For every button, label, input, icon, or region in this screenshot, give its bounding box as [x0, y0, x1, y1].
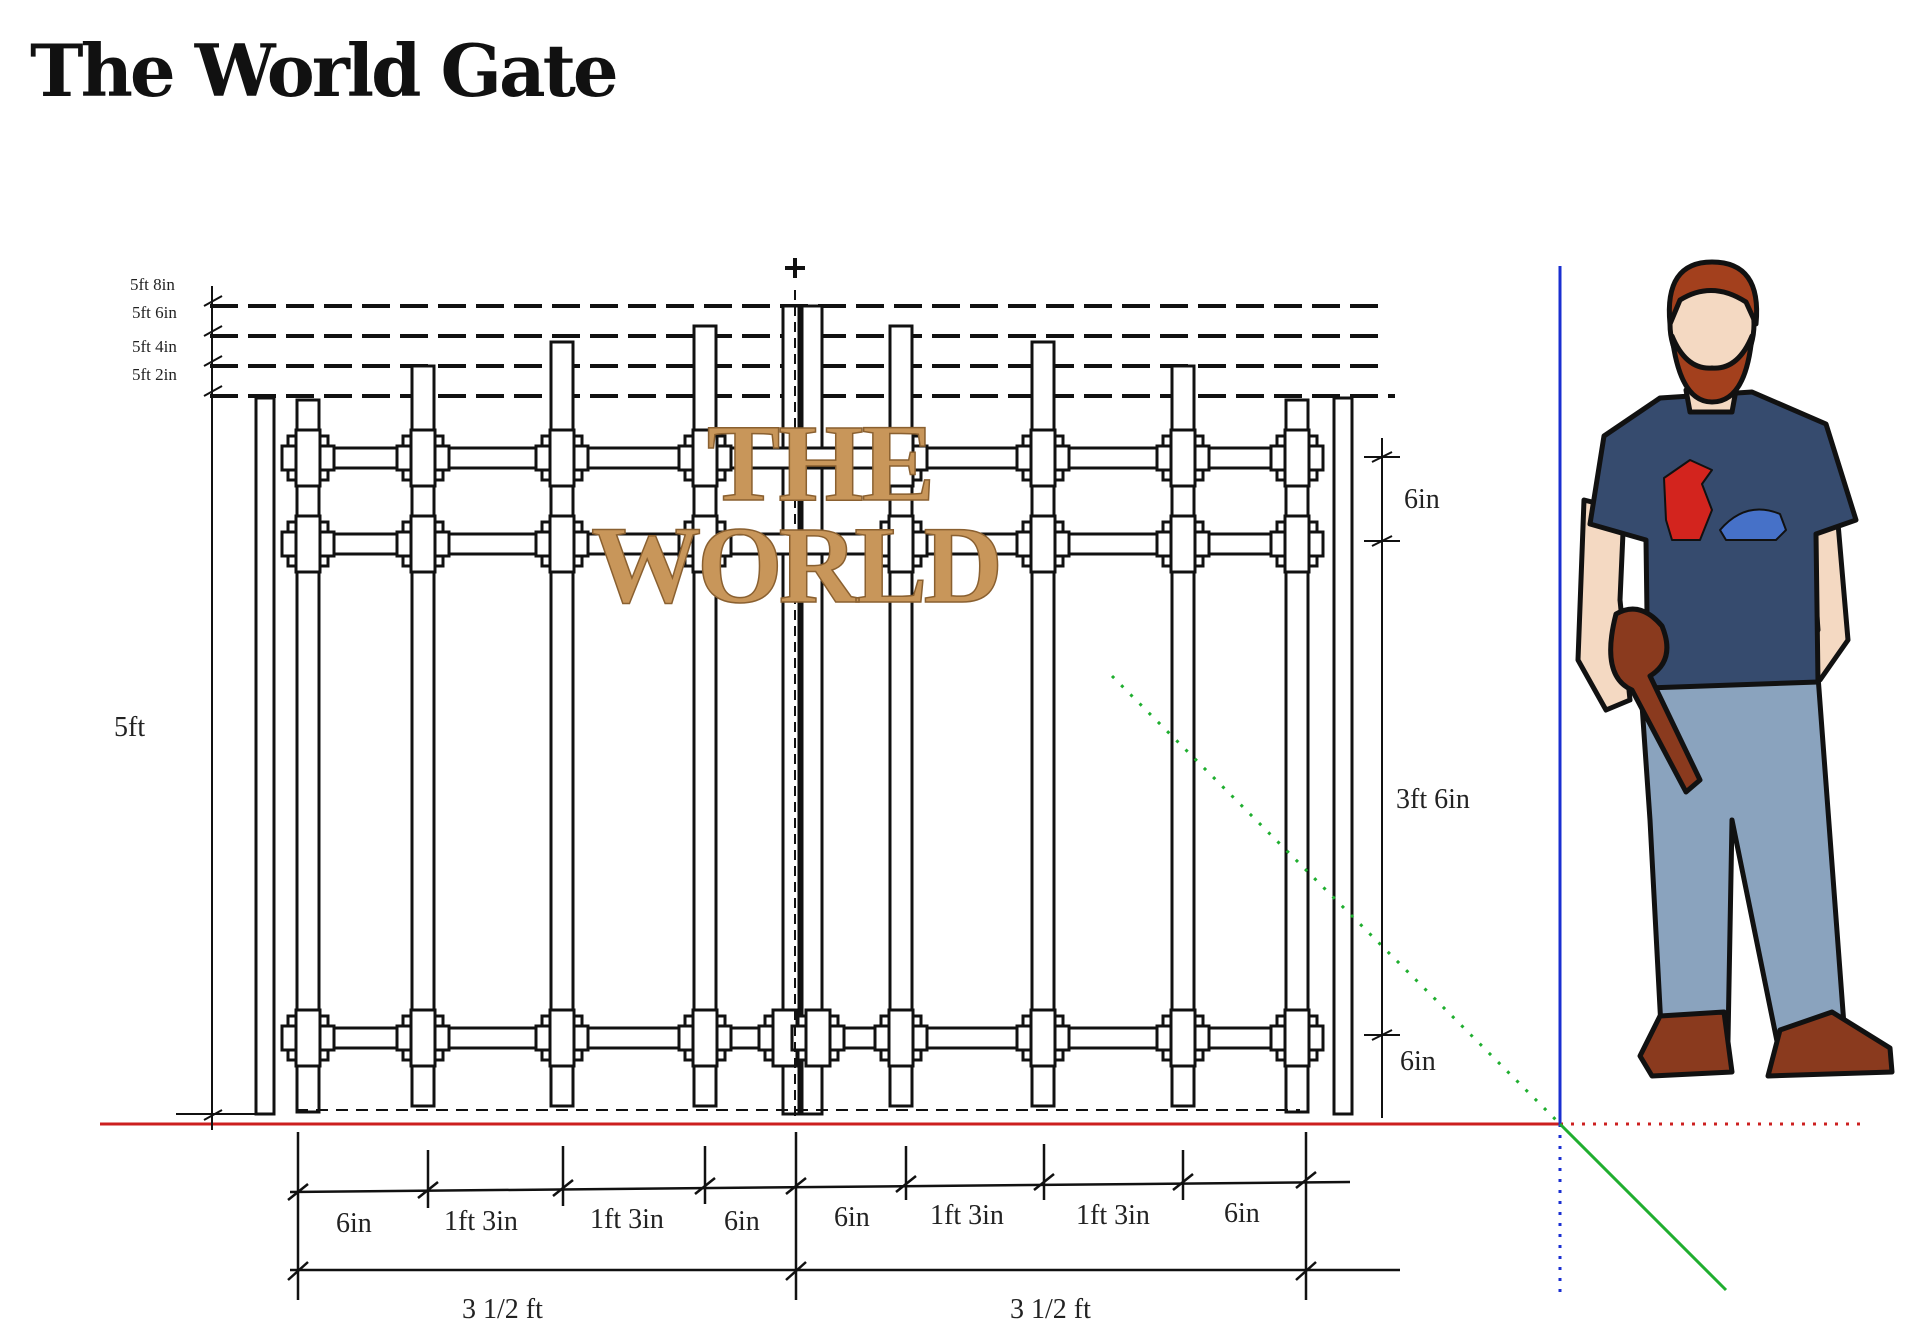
person-beard: [1669, 333, 1755, 405]
right-dimension: [1364, 438, 1400, 1118]
bottom-dimension-lines: [287, 1132, 1400, 1300]
logo-line2: WORLD: [591, 504, 999, 626]
page-title: The World Gate: [30, 28, 619, 113]
center-cross-icon: [785, 258, 805, 278]
person-hair: [1666, 259, 1760, 327]
height-mark-5ft-6in: 5ft 6in: [132, 303, 177, 322]
bottom-left-seg-2: 1ft 3in: [444, 1206, 518, 1237]
person-right-shoe: [1765, 1009, 1895, 1079]
dinosaur-blue-icon: [1719, 508, 1787, 541]
bottom-left-total: 3 1/2 ft: [462, 1294, 543, 1325]
left-height-label: 5ft: [114, 712, 145, 743]
left-height-dimension: [176, 286, 260, 1130]
bottom-right-seg-2: 1ft 3in: [930, 1200, 1004, 1231]
person-left-shoe: [1637, 1009, 1735, 1079]
bottom-right-seg-3: 1ft 3in: [1076, 1200, 1150, 1231]
right-dim-middle: 3ft 6in: [1396, 784, 1470, 815]
height-mark-5ft-8in: 5ft 8in: [130, 275, 175, 294]
ukulele-icon: [1608, 606, 1703, 795]
right-dim-bottom: 6in: [1400, 1046, 1436, 1077]
bottom-left-seg-3: 1ft 3in: [590, 1204, 664, 1235]
bottom-right-seg-4: 6in: [1224, 1198, 1260, 1229]
bottom-left-seg-4: 6in: [724, 1206, 760, 1237]
bottom-left-seg-1: 6in: [336, 1208, 372, 1239]
depth-axis: [1558, 1122, 1728, 1292]
bottom-right-total: 3 1/2 ft: [1010, 1294, 1091, 1325]
person-scale-figure: [1575, 259, 1895, 1079]
depth-axis-extension: [1110, 674, 1562, 1126]
logo-line1: THE: [707, 402, 933, 524]
bottom-right-seg-1: 6in: [834, 1202, 870, 1233]
right-dim-top: 6in: [1404, 484, 1440, 515]
dinosaur-red-icon: [1663, 459, 1713, 541]
height-mark-5ft-4in: 5ft 4in: [132, 337, 177, 356]
height-mark-5ft-2in: 5ft 2in: [132, 365, 177, 384]
